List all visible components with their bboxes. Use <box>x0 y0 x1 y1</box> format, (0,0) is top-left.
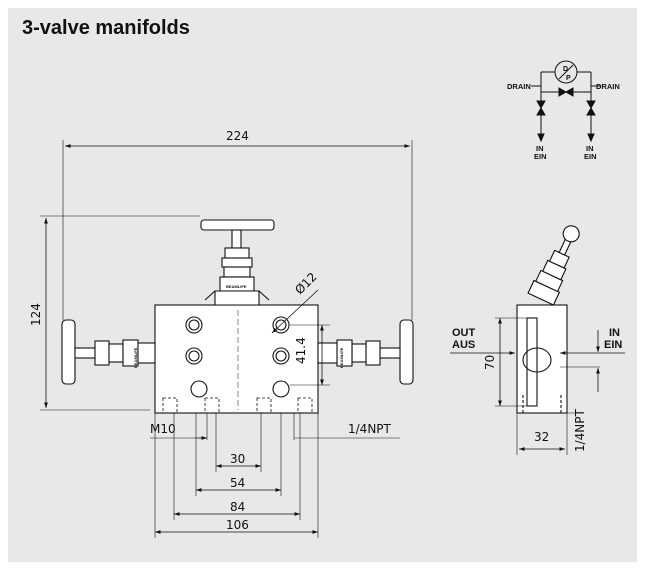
side-body <box>516 304 568 414</box>
dim-70: 70 <box>483 355 497 370</box>
drain-left-label: DRAIN <box>507 82 531 91</box>
dim-npt-side: 1/4NPT <box>573 408 587 452</box>
valve-schematic <box>531 60 601 143</box>
side-in-label: IN <box>609 327 620 339</box>
side-out-label: OUT <box>452 327 476 339</box>
bottom-ports <box>162 397 313 414</box>
dim-32: 32 <box>534 430 549 444</box>
ein-left-label: EIN <box>534 152 547 161</box>
equalizer-valve-icon <box>558 87 574 97</box>
dim-124: 124 <box>29 303 43 326</box>
brand-left: BEAMLIFE <box>133 347 138 368</box>
drain-right-label: DRAIN <box>596 82 620 91</box>
mounting-holes <box>185 316 290 398</box>
dim-41-4: 41.4 <box>294 337 308 364</box>
dim-84: 84 <box>230 500 245 514</box>
dim-106: 106 <box>226 518 249 532</box>
block-valve-right-icon <box>586 100 596 116</box>
dim-224: 224 <box>226 129 249 143</box>
gauge-label-p: P <box>566 75 571 82</box>
left-handle <box>61 319 76 385</box>
dim-54: 54 <box>230 476 245 490</box>
side-handle-knob <box>562 225 580 243</box>
gauge-label-d: D <box>563 66 568 73</box>
in-left-label: IN <box>536 144 544 153</box>
ein-right-label: EIN <box>584 152 597 161</box>
top-handle <box>200 219 275 231</box>
dim-hole-diameter: Ø12 <box>292 270 319 297</box>
dim-npt-front: 1/4NPT <box>348 422 392 436</box>
in-right-label: IN <box>586 144 594 153</box>
brand-top: BEAMLIFE <box>226 284 247 289</box>
page-title: 3-valve manifolds <box>22 17 190 39</box>
brand-right: BEAMLIFE <box>339 347 344 368</box>
side-view <box>450 225 625 455</box>
side-ein-label: EIN <box>604 339 622 351</box>
side-aus-label: AUS <box>452 339 475 351</box>
front-view <box>40 140 414 538</box>
block-valve-left-icon <box>536 100 546 116</box>
right-handle <box>399 319 414 385</box>
dim-30: 30 <box>230 452 245 466</box>
dim-m10: M10 <box>150 422 176 436</box>
